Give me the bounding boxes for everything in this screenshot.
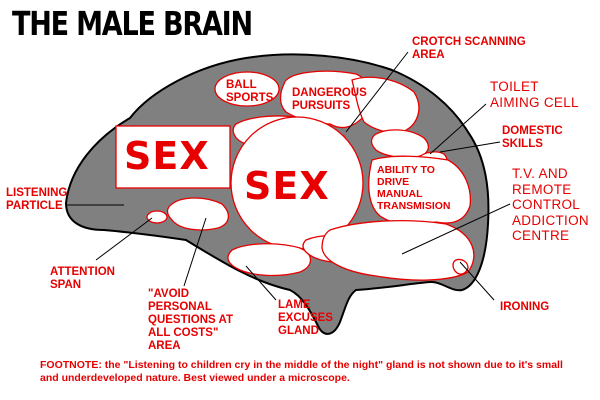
ironing-label: IRONING <box>500 301 550 313</box>
region-lower-left-lobe <box>166 197 229 231</box>
crotch-scanning-label: CROTCH SCANNING AREA <box>412 36 526 61</box>
region-tv-remote <box>321 219 475 281</box>
page-title: THE MALE BRAIN <box>12 4 253 43</box>
leader-lame-excuses <box>245 265 277 301</box>
listening-particle-label: LISTENING PARTICLE <box>6 187 68 212</box>
footnote-text: the "Listening to children cry in the mi… <box>40 359 563 384</box>
attention-span-label: ATTENTION SPAN <box>50 266 115 291</box>
avoid-personal-questions-label: "AVOID PERSONAL QUESTIONS AT ALL COSTS" … <box>148 288 233 352</box>
region-ironing <box>452 258 469 275</box>
region-dangerous-pursuits <box>279 70 373 129</box>
leader-toilet-aiming <box>429 103 487 155</box>
leader-attention-span <box>95 217 153 261</box>
leader-crotch-scanning <box>345 51 409 133</box>
region-ball-sports <box>214 71 280 107</box>
leader-tv-remote <box>401 203 511 255</box>
manual-transmission-label: ABILITY TO DRIVE MANUAL TRANSMISION <box>377 164 451 212</box>
domestic-skills-label: DOMESTIC SKILLS <box>502 125 563 150</box>
sex-left-label: SEX <box>124 134 210 178</box>
sex-center-label: SEX <box>244 164 330 208</box>
leader-avoid-personal <box>183 217 207 287</box>
region-sex-left <box>115 125 231 189</box>
footnote-label: FOOTNOTE: <box>40 359 102 371</box>
ball-sports-label: BALL SPORTS <box>226 79 274 104</box>
tv-remote-label: T.V. AND REMOTE CONTROL ADDICTION CENTRE <box>512 166 589 243</box>
region-manual-transmission <box>368 155 472 226</box>
leader-ironing <box>459 261 495 301</box>
leader-domestic-skills <box>439 141 501 153</box>
lame-excuses-label: LAME EXCUSES GLAND <box>278 299 333 337</box>
toilet-aiming-label: TOILET AIMING CELL <box>490 79 579 110</box>
dangerous-pursuits-label: DANGEROUS PURSUITS <box>292 87 367 112</box>
region-lame-excuses <box>227 243 312 277</box>
region-attention-span <box>146 210 168 224</box>
footnote: FOOTNOTE: the "Listening to children cry… <box>40 359 580 385</box>
